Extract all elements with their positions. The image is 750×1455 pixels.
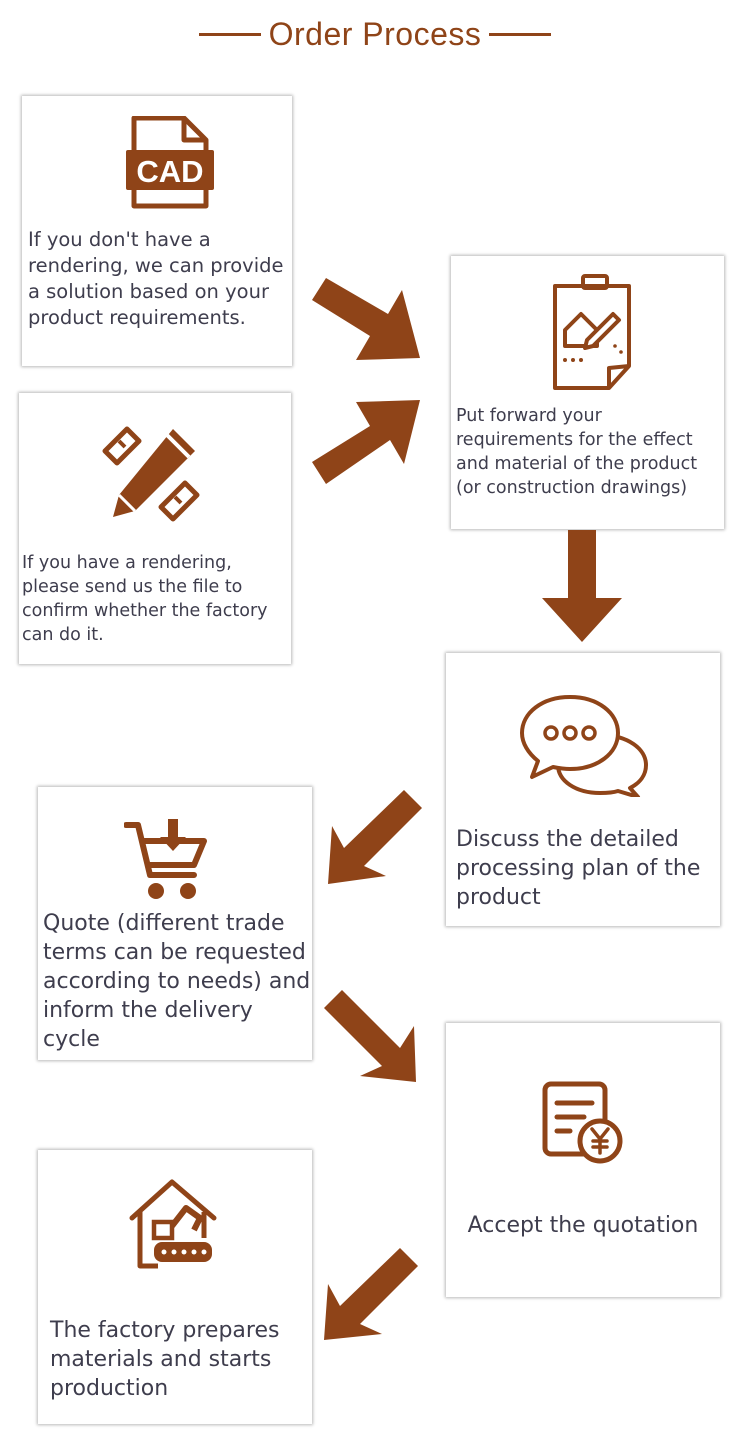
step-text: If you have a rendering, please send us … — [22, 553, 268, 645]
step-card-requirements: Put forward your requirements for the ef… — [451, 256, 724, 529]
factory-excavator-icon — [129, 1179, 217, 1269]
title-bar: Order Process — [0, 12, 750, 56]
arrow-down-left — [328, 790, 422, 884]
chat-bubbles-icon — [520, 695, 648, 797]
step-card-accept-quotation: Accept the quotation — [446, 1023, 720, 1297]
step-text: Discuss the detailed processing plan of … — [456, 827, 701, 910]
arrow-down-right-2 — [324, 990, 416, 1082]
step-text: Put forward your requirements for the ef… — [456, 406, 698, 498]
title-left-line — [198, 32, 261, 36]
cart-download-icon — [124, 819, 207, 899]
cad-icon-label: CAD — [136, 154, 203, 189]
arrow-up-right — [312, 400, 420, 484]
step-text: Quote (different trade terms can be requ… — [43, 911, 311, 1052]
page-title: Order Process — [268, 15, 482, 52]
step-text: If you don't have a rendering, we can pr… — [28, 228, 284, 329]
step-card-no-rendering: CAD If you don't have a rendering, we ca… — [22, 96, 292, 366]
arrow-down — [542, 530, 622, 642]
step-text: The factory prepares materials and start… — [50, 1318, 280, 1401]
step-card-have-rendering: If you have a rendering, please send us … — [19, 393, 291, 664]
cad-file-icon: CAD — [126, 116, 214, 209]
step-text: Accept the quotation — [467, 1213, 699, 1238]
pencil-ruler-icon — [102, 426, 200, 522]
step-card-discuss-plan: Discuss the detailed processing plan of … — [446, 653, 720, 926]
clipboard-drawing-icon — [553, 274, 631, 390]
step-card-quote: Quote (different trade terms can be requ… — [38, 787, 312, 1060]
arrow-down-left-2 — [324, 1248, 418, 1340]
step-card-production: The factory prepares materials and start… — [38, 1150, 312, 1424]
invoice-yen-icon — [542, 1081, 623, 1164]
title-right-line — [489, 32, 552, 36]
arrow-down-right — [312, 278, 420, 360]
